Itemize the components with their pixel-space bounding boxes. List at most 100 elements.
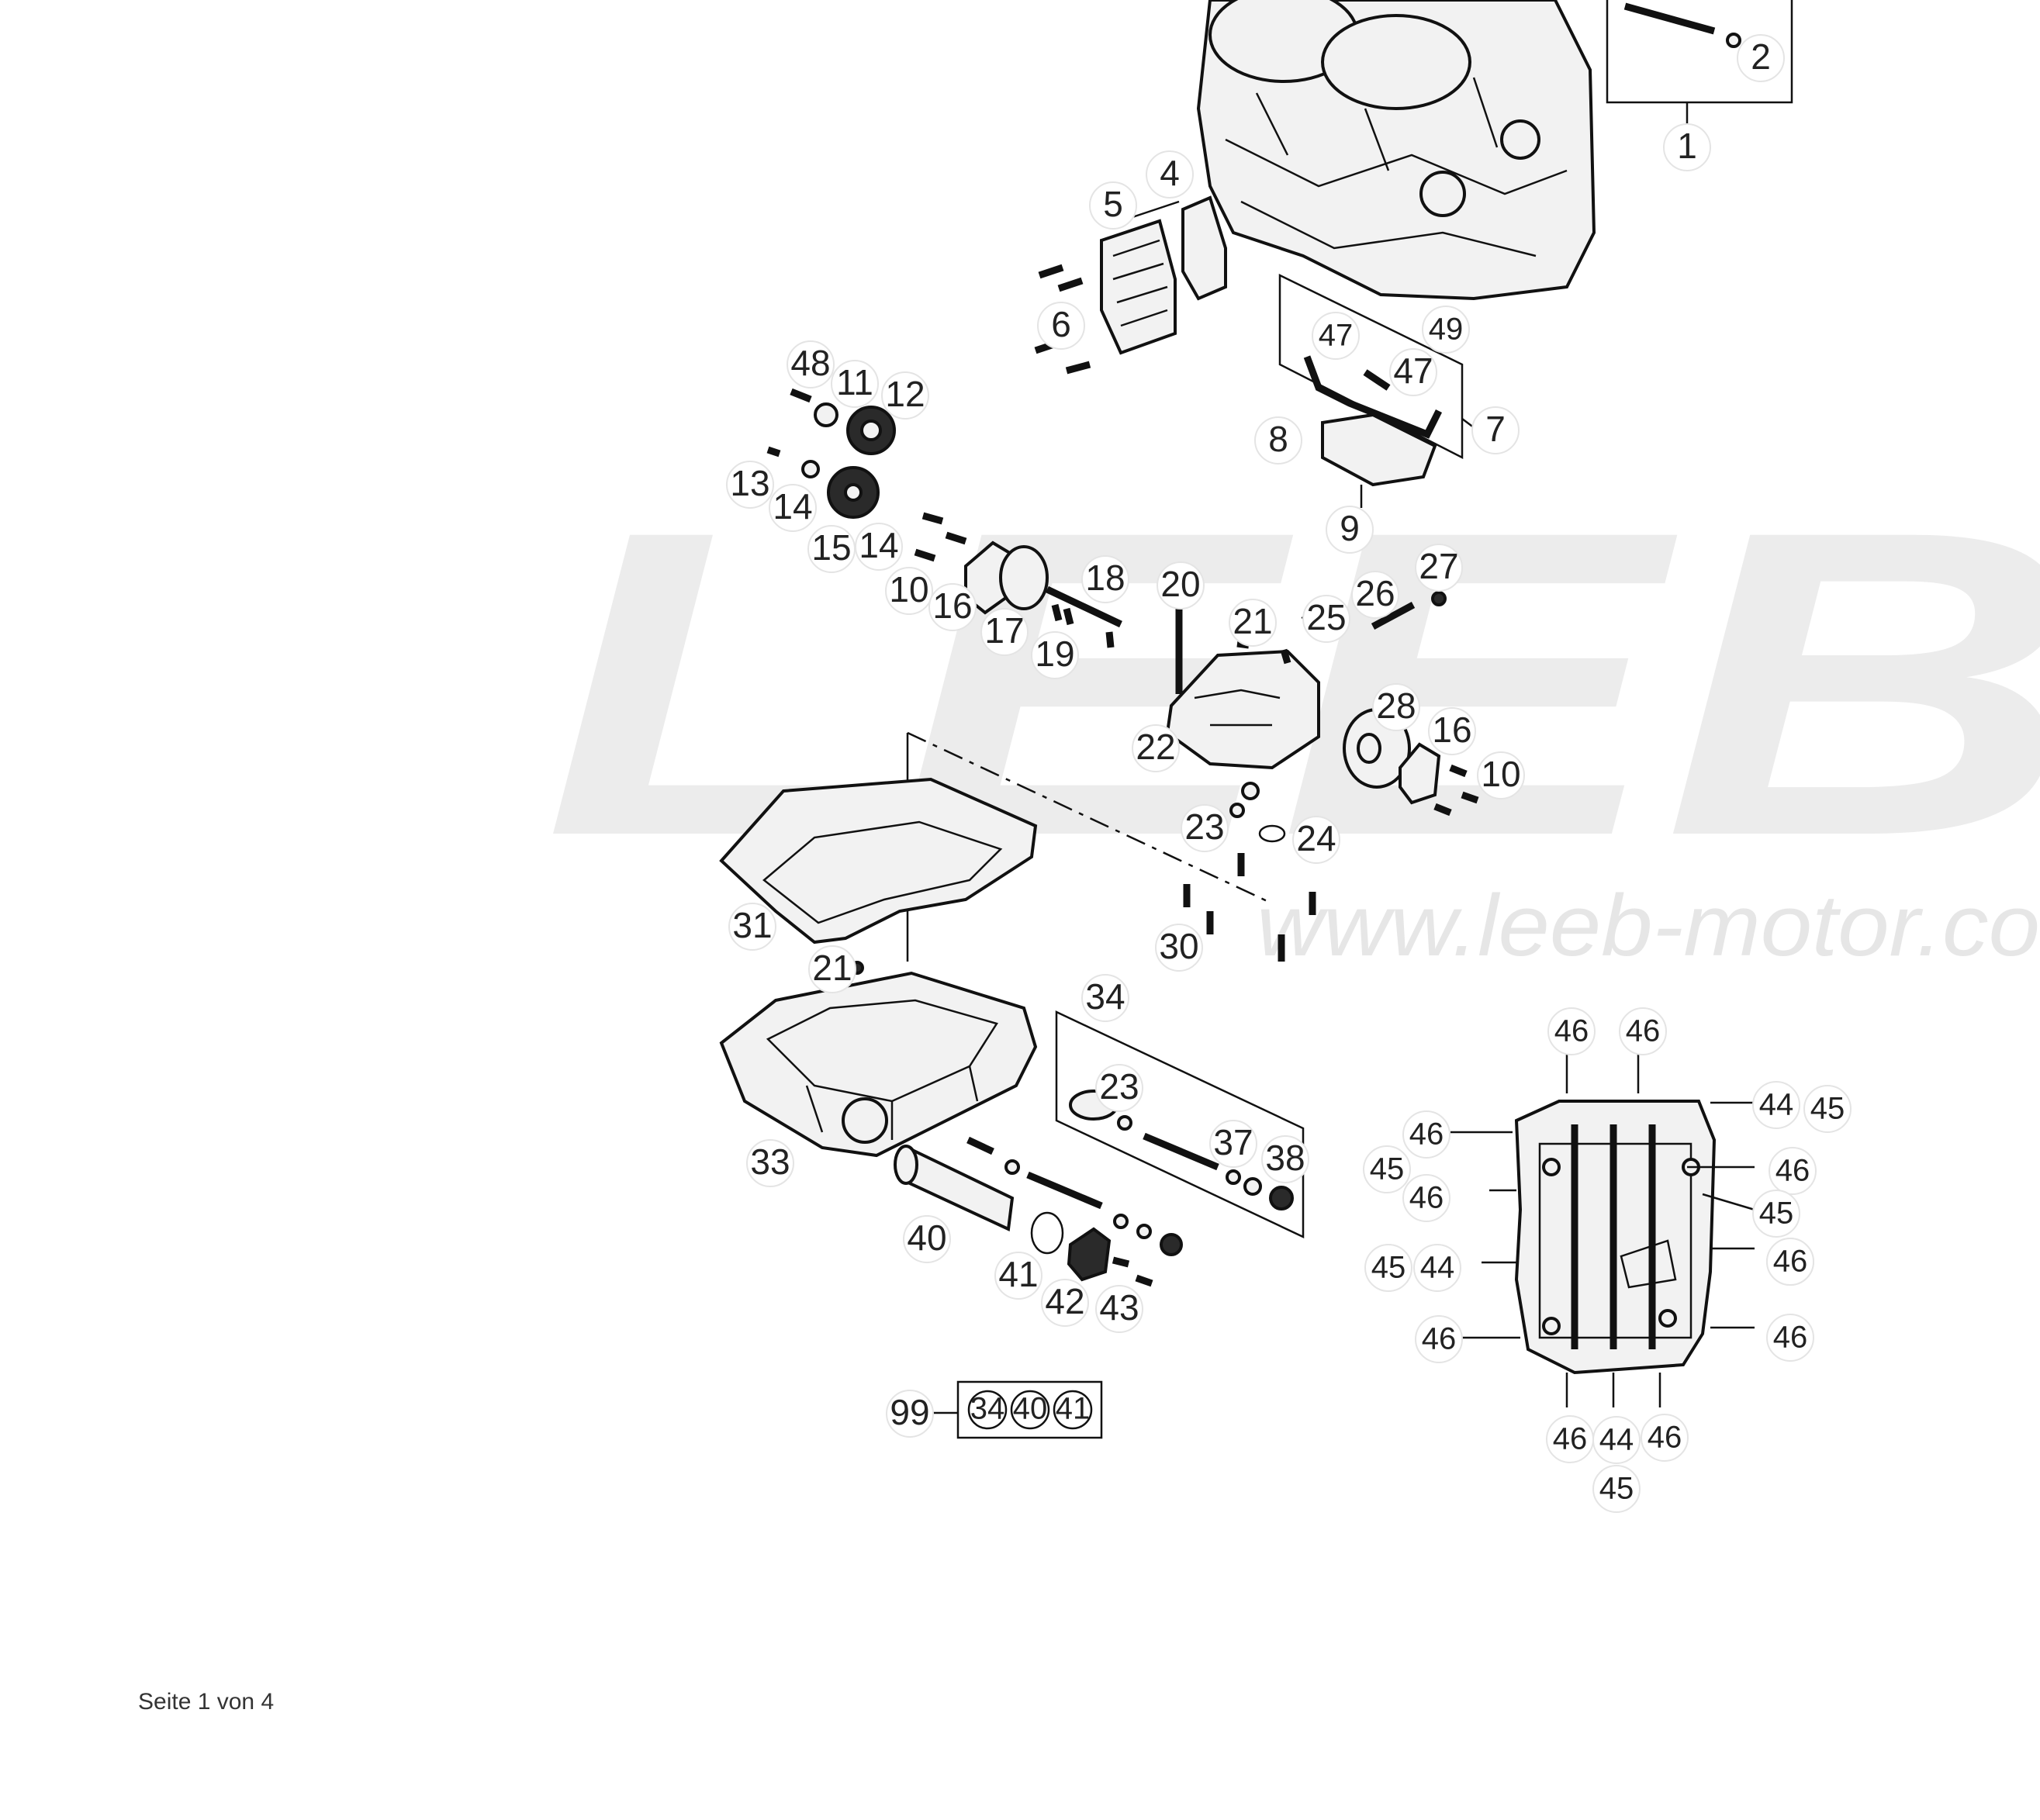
callout-46: 46 [1766,1238,1814,1286]
callout-label: 44 [1759,1088,1794,1122]
callout-label: 45 [1599,1472,1634,1506]
callout-label: 2 [1751,36,1771,77]
callout-label: 45 [1371,1251,1406,1285]
callout-label: 99 [890,1392,929,1432]
callout-label: 37 [1213,1122,1253,1162]
callout-label: 10 [1481,754,1520,794]
callout-46: 46 [1547,1007,1596,1055]
callout-label: 25 [1306,597,1346,637]
callout-label: 14 [773,486,812,527]
callout-label: 16 [1432,710,1471,750]
callout-label: 49 [1429,313,1464,347]
oil-pan-gasket [719,777,1038,945]
callout-45: 45 [1752,1190,1800,1238]
callout-23: 23 [1181,804,1229,852]
oil-pan-underside-view [1450,1039,1755,1407]
callout-21: 21 [808,945,856,993]
callout-16: 16 [1428,707,1476,755]
callout-4: 4 [1146,150,1194,199]
callout-label: 4 [1160,153,1180,193]
callout-label: 48 [790,343,830,383]
callout-49: 49 [1422,306,1470,354]
item-1-bracket [1606,0,1793,124]
callout-11: 11 [831,360,879,408]
callout-label: 43 [1099,1287,1139,1328]
callout-label: 18 [1085,558,1125,598]
callout-label: 46 [1554,1014,1589,1048]
callout-label: 34 [1085,976,1125,1017]
callout-label: 47 [1319,319,1354,353]
callout-label: 13 [730,463,769,503]
callout-label: 46 [1626,1014,1661,1048]
callout-label: 23 [1099,1066,1139,1107]
callout-label: 30 [1159,926,1198,966]
callout-7: 7 [1471,406,1520,454]
callout-label: 41 [998,1254,1038,1294]
callout-18: 18 [1081,555,1129,603]
callout-19: 19 [1031,631,1079,679]
page-number-footer: Seite 1 von 4 [138,1689,275,1715]
callout-label: 22 [1136,727,1175,767]
callout-label: 46 [1773,1245,1808,1279]
callout-label: 21 [812,948,852,988]
kit-item-41: 41 [1053,1390,1093,1430]
callout-24: 24 [1292,816,1340,864]
callout-31: 31 [728,903,776,951]
strainer-bracket [1278,273,1478,508]
callout-5: 5 [1089,181,1137,230]
callout-label: 46 [1648,1421,1682,1455]
callout-label: 46 [1409,1181,1444,1215]
callout-label: 20 [1160,564,1200,604]
callout-label: 27 [1419,546,1458,586]
callout-46: 46 [1641,1414,1689,1462]
callout-14: 14 [855,523,903,571]
callout-44: 44 [1413,1244,1461,1292]
callout-label: 12 [885,374,925,414]
seals-and-bolts [1183,782,1316,962]
callout-label: 38 [1265,1138,1305,1178]
callout-6: 6 [1037,302,1085,350]
callout-label: 46 [1775,1154,1810,1188]
callout-label: 40 [907,1217,946,1258]
callout-label: 14 [859,525,898,565]
callout-45: 45 [1592,1465,1641,1513]
callout-label: 46 [1422,1322,1457,1356]
callout-9: 9 [1326,506,1374,554]
callout-23: 23 [1095,1064,1143,1112]
callout-label: 28 [1376,686,1416,726]
oil-filter-parts [1343,708,1479,817]
callout-label: 9 [1340,508,1360,548]
kit-item-40: 40 [1010,1390,1050,1430]
callout-17: 17 [980,608,1029,656]
oil-pump-rotor-parts [914,512,1122,648]
callout-46: 46 [1402,1110,1450,1159]
svg-text:41: 41 [1056,1392,1091,1426]
callout-37: 37 [1209,1120,1257,1168]
callout-34: 34 [1081,974,1129,1022]
callout-40: 40 [903,1215,951,1263]
callout-27: 27 [1415,544,1463,592]
svg-text:40: 40 [1013,1392,1048,1426]
kit-item-34: 34 [967,1390,1008,1430]
callout-label: 1 [1677,126,1697,166]
oil-strainer-parts [894,1136,1183,1287]
oil-cooler-parts [1034,195,1227,375]
callout-label: 23 [1184,806,1224,847]
callout-label: 19 [1035,634,1074,674]
callout-26: 26 [1351,571,1399,619]
callout-label: 8 [1268,419,1288,459]
callout-47: 47 [1389,348,1437,396]
callout-label: 42 [1045,1281,1084,1321]
callout-label: 17 [984,610,1024,651]
callout-45: 45 [1803,1085,1852,1133]
callout-99: 99 [886,1390,934,1438]
callout-label: 44 [1599,1423,1634,1457]
callout-30: 30 [1155,924,1203,972]
callout-label: 47 [1393,351,1433,391]
callout-label: 33 [750,1141,790,1182]
callout-13: 13 [726,461,774,509]
callout-label: 6 [1051,304,1071,344]
callout-10: 10 [885,567,933,615]
